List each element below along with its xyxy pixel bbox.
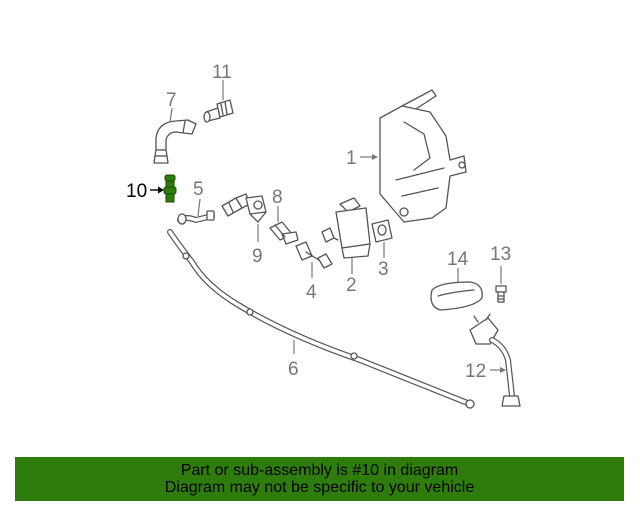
- part-9-joint[interactable]: [245, 195, 267, 223]
- part-12-nozzle[interactable]: [469, 313, 521, 407]
- callout-12: 12: [465, 361, 486, 382]
- callout-1: 1: [346, 148, 357, 169]
- callout-9: 9: [252, 246, 263, 267]
- part-11-grommet[interactable]: [203, 99, 234, 123]
- callout-6: 6: [288, 359, 299, 380]
- part-7-elbow-hose[interactable]: [153, 119, 197, 164]
- part-13-bolt[interactable]: [495, 285, 507, 303]
- callout-4: 4: [306, 282, 317, 303]
- info-banner: Part or sub-assembly is #10 in diagram D…: [15, 457, 624, 501]
- part-5-hose[interactable]: [177, 210, 215, 225]
- part-1-reservoir[interactable]: [379, 89, 467, 223]
- callout-13: 13: [490, 244, 511, 265]
- callout-14: 14: [447, 249, 469, 270]
- part-14-cap[interactable]: [430, 281, 483, 311]
- part-8-valve[interactable]: [269, 221, 299, 245]
- callout-7: 7: [166, 90, 177, 111]
- banner-line-2: Diagram may not be specific to your vehi…: [164, 479, 475, 496]
- callout-11: 11: [212, 62, 232, 83]
- callout-3: 3: [378, 259, 389, 280]
- part-2-pump[interactable]: [321, 197, 371, 259]
- callout-5: 5: [193, 179, 204, 200]
- part-3-grommet[interactable]: [371, 219, 393, 243]
- banner-line-1: Part or sub-assembly is #10 in diagram: [180, 462, 459, 479]
- callout-10: 10: [126, 181, 147, 202]
- callout-2: 2: [346, 275, 357, 296]
- part-4-connector[interactable]: [295, 241, 333, 269]
- part-10-connector[interactable]: [163, 174, 177, 203]
- part-6-long-hose[interactable]: [167, 229, 475, 409]
- callout-8: 8: [272, 187, 283, 208]
- tee-connector[interactable]: [221, 193, 251, 217]
